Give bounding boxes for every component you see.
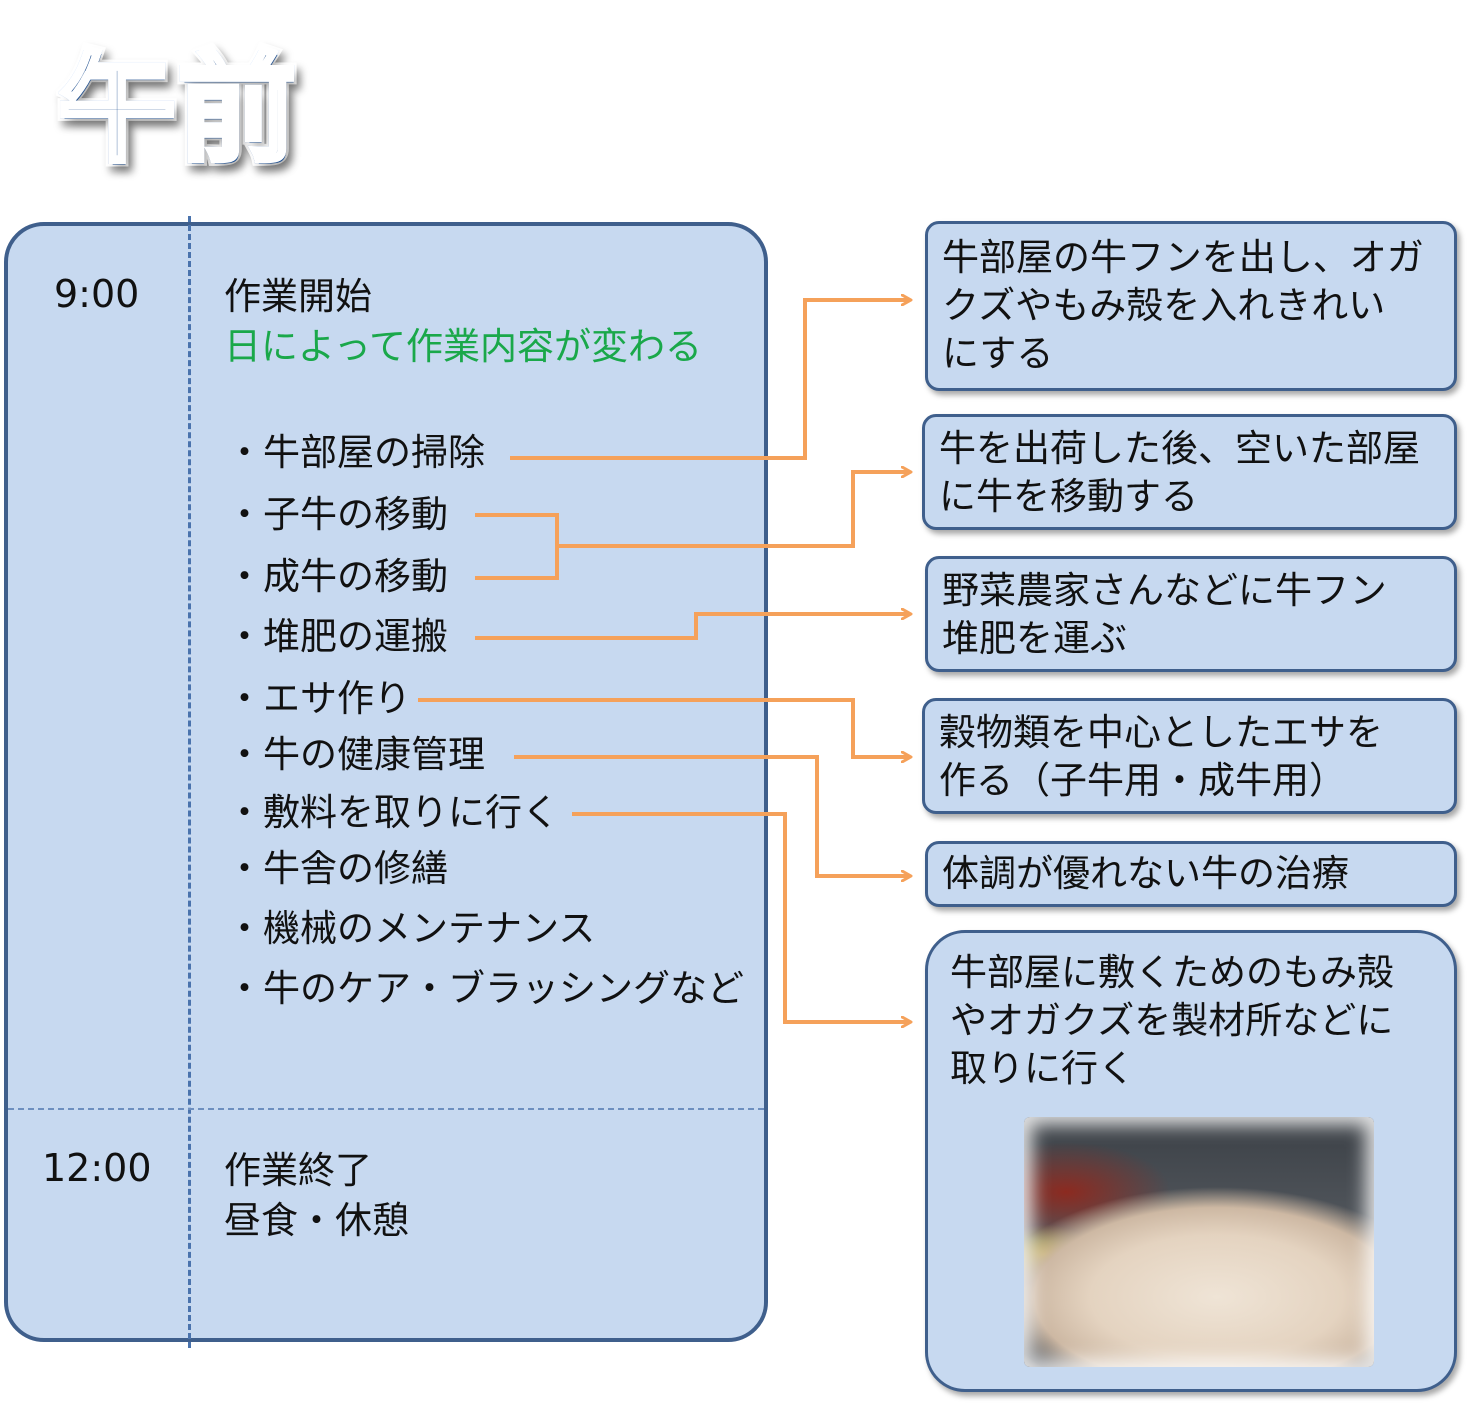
detail-box-cleaning: 牛部屋の牛フンを出し、オガ クズやもみ殻を入れきれい にする <box>925 221 1457 391</box>
end-title: 作業終了 <box>224 1149 372 1192</box>
detail-line: 牛を出荷した後、空いた部屋 <box>939 427 1420 470</box>
detail-box-moving: 牛を出荷した後、空いた部屋 に牛を移動する <box>922 414 1457 530</box>
start-note: 日によって作業内容が変わる <box>224 325 703 368</box>
detail-line: クズやもみ殻を入れきれい <box>942 284 1386 327</box>
page-title-outline: 午前 <box>53 45 301 173</box>
detail-line: 体調が優れない牛の治療 <box>942 852 1349 895</box>
task-item-health-care: ・牛の健康管理 <box>226 733 485 776</box>
sawdust-pile-photo <box>1024 1117 1374 1367</box>
detail-line: 牛部屋の牛フンを出し、オガ <box>942 236 1424 279</box>
detail-line: にする <box>942 332 1054 375</box>
task-item-cow-care: ・牛のケア・ブラッシングなど <box>226 967 744 1010</box>
detail-line: 堆肥を運ぶ <box>942 617 1127 660</box>
detail-line: 野菜農家さんなどに牛フン <box>942 569 1387 612</box>
detail-line: 牛部屋に敷くためのもみ殻 <box>950 951 1394 994</box>
task-item-machine-maintenance: ・機械のメンテナンス <box>226 907 596 950</box>
detail-box-bedding: 牛部屋に敷くためのもみ殻 やオガクズを製材所などに 取りに行く <box>925 930 1457 1392</box>
detail-line: 取りに行く <box>950 1047 1135 1090</box>
task-item-adult-moving: ・成牛の移動 <box>226 555 448 598</box>
start-time: 9:00 <box>54 272 140 316</box>
end-time: 12:00 <box>42 1146 152 1190</box>
task-item-bedding-fetch: ・敷料を取りに行く <box>226 791 559 834</box>
detail-box-health: 体調が優れない牛の治療 <box>925 841 1457 907</box>
schedule-horizontal-divider <box>8 1108 764 1110</box>
task-item-barn-repair: ・牛舎の修繕 <box>226 847 448 890</box>
detail-line: やオガクズを製材所などに <box>950 999 1394 1042</box>
detail-box-compost: 野菜農家さんなどに牛フン 堆肥を運ぶ <box>925 556 1457 672</box>
detail-line: 作る（子牛用・成牛用） <box>939 759 1346 802</box>
page-title: 午前 <box>55 40 299 178</box>
detail-box-feed: 穀物類を中心としたエサを 作る（子牛用・成牛用） <box>922 698 1457 814</box>
end-note: 昼食・休憩 <box>224 1199 409 1242</box>
task-item-compost-hauling: ・堆肥の運搬 <box>226 615 448 658</box>
start-title: 作業開始 <box>224 275 372 318</box>
detail-line: 穀物類を中心としたエサを <box>939 711 1383 754</box>
task-item-feed-making: ・エサ作り <box>226 677 411 720</box>
task-item-room-cleaning: ・牛部屋の掃除 <box>226 431 485 474</box>
schedule-vertical-divider <box>188 216 191 1348</box>
detail-line: に牛を移動する <box>939 475 1198 518</box>
task-item-calf-moving: ・子牛の移動 <box>226 493 448 536</box>
